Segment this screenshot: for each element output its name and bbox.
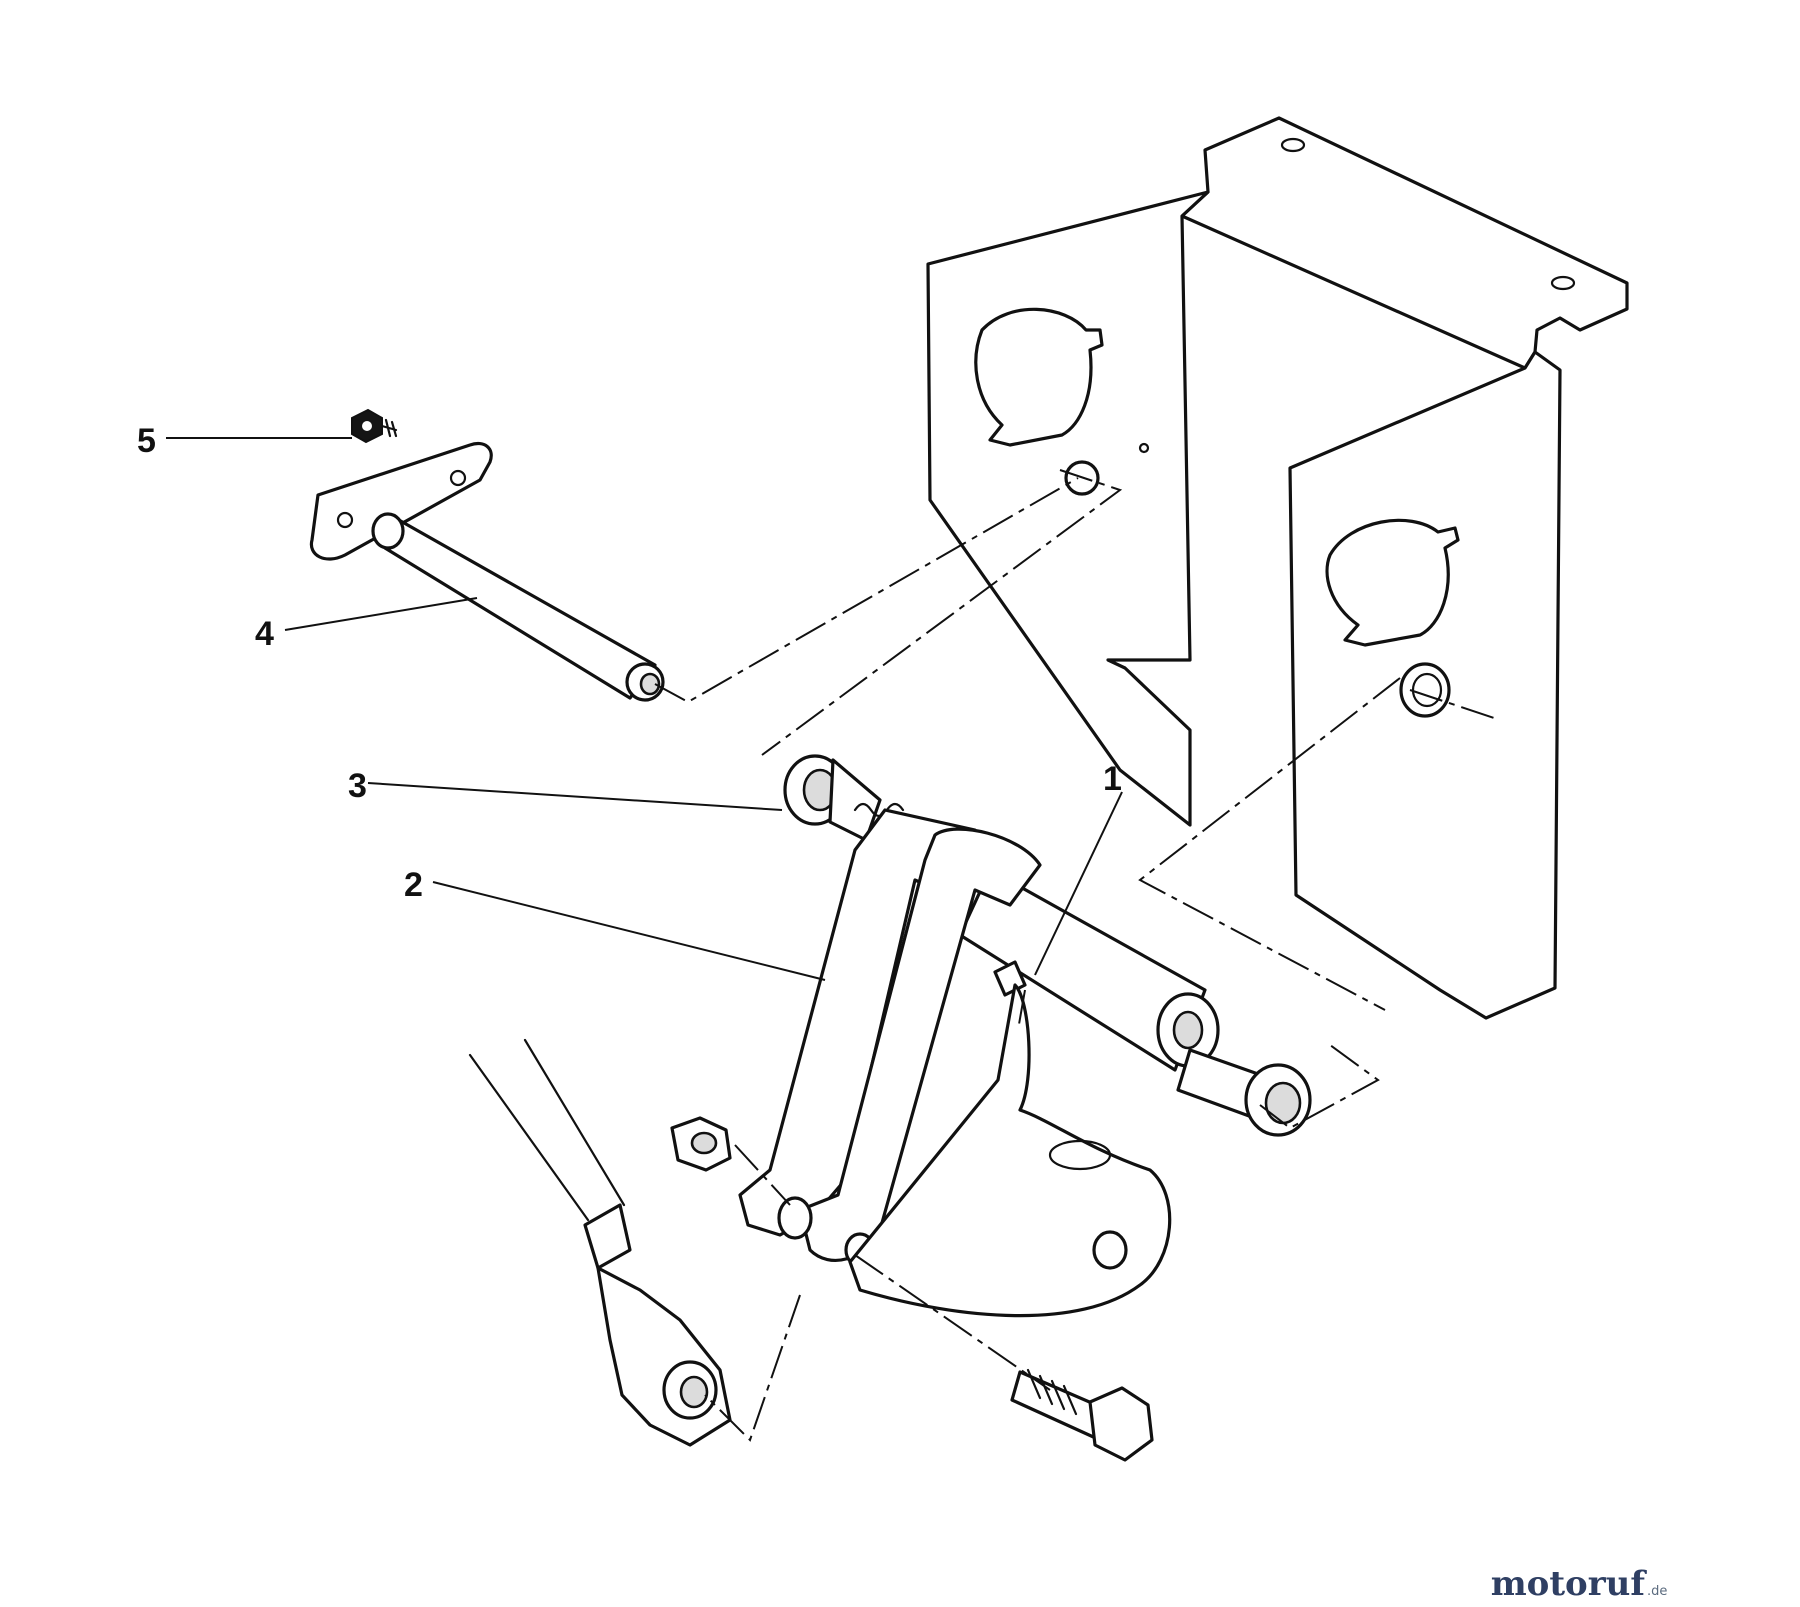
callout-3: 3	[348, 767, 367, 805]
watermark-brand: motoruf	[1491, 1564, 1648, 1604]
pivot-shaft-part-4	[309, 441, 665, 702]
rod-end-link	[468, 1038, 732, 1447]
callout-4: 4	[255, 615, 274, 653]
callout-2: 2	[404, 866, 423, 904]
hex-bolt	[1010, 1368, 1154, 1462]
watermark-logo: motoruf .de	[1491, 1564, 1668, 1604]
mounting-bracket	[926, 116, 1629, 1020]
lever-arm-part-2	[738, 808, 1172, 1318]
callout-leaders	[166, 437, 1123, 981]
watermark-suffix: .de	[1647, 1584, 1667, 1599]
callout-1: 1	[1103, 760, 1122, 798]
main-shaft	[958, 868, 1312, 1137]
lock-nut	[670, 1116, 732, 1172]
assembly-lines	[654, 469, 1501, 1442]
screw-part-5	[351, 408, 398, 444]
callout-5: 5	[137, 422, 156, 460]
